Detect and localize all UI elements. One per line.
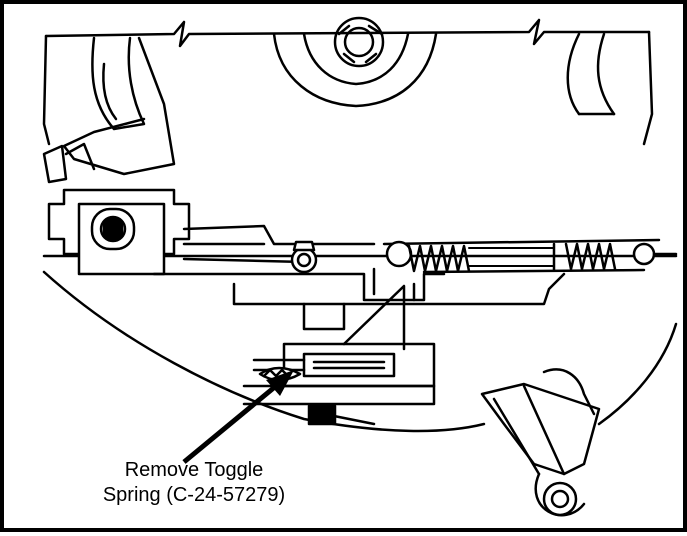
linkage-rail [152,224,661,306]
central-hub [272,16,438,108]
callout-line-1: Remove Toggle [124,459,264,481]
upper-housing [42,18,654,184]
pivot-stud [290,240,318,274]
return-spring [385,240,678,273]
callout-line-2: Spring (C-24-57279) [102,484,286,506]
toggle-assembly [242,267,436,426]
lower-clevis-bracket [480,368,601,517]
mechanism-illustration [42,16,678,517]
mounting-bracket [47,188,191,276]
callout-arrow [182,370,294,464]
callout-label: Remove Toggle Spring (C-24-57279) [64,458,324,508]
